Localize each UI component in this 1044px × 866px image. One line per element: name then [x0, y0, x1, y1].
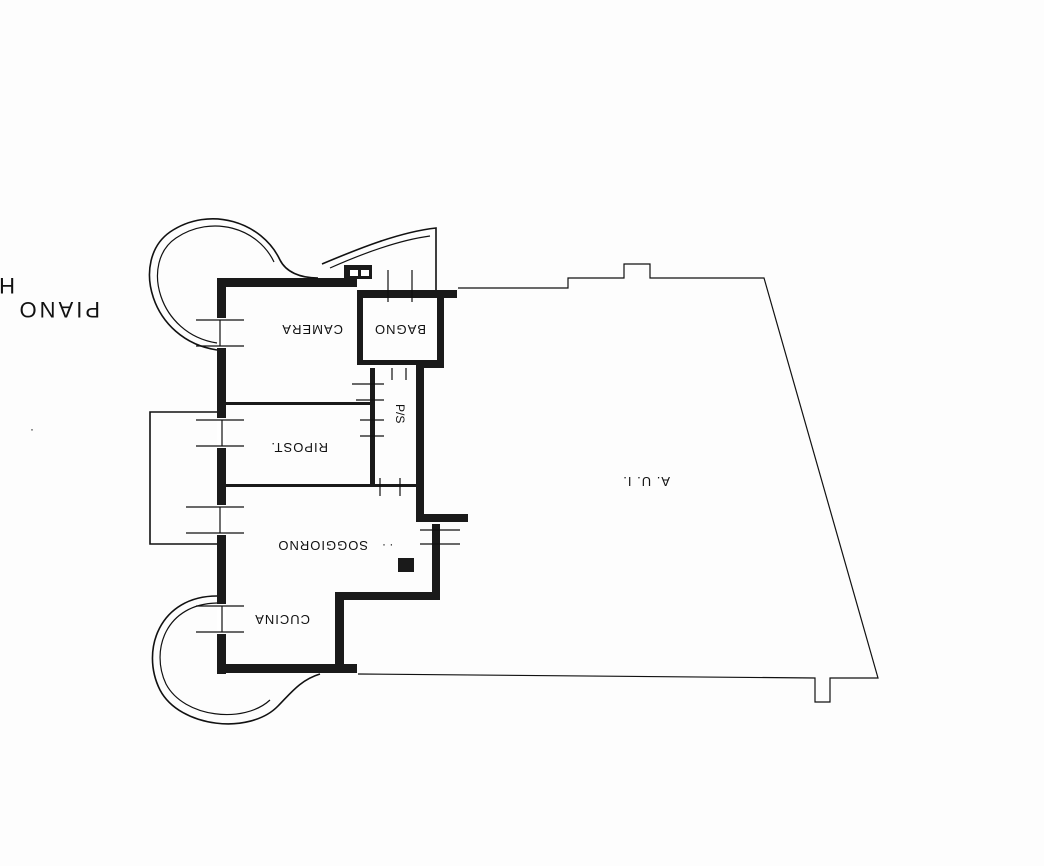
sheet-subtitle: H [0, 273, 15, 298]
balcony-bottom-left [151, 595, 321, 725]
balcony-top-left [148, 218, 319, 351]
windows-left [186, 319, 244, 633]
label-cucina: CUCINA [254, 612, 310, 627]
label-soggiorno: SOGGIORNO [277, 538, 368, 553]
room-labels: CAMERA BAGNO RIPOST. P/S SOGGIORNO CUCIN… [254, 322, 670, 627]
stray-mark: · [30, 422, 34, 436]
balcony-middle [149, 411, 217, 545]
svg-text:· ·: · · [382, 537, 393, 551]
label-bagno: BAGNO [374, 322, 426, 337]
label-ps: P/S [393, 404, 407, 423]
label-camera: CAMERA [281, 322, 343, 337]
entrance-arc [321, 227, 437, 290]
dotted-marks: · · [382, 537, 393, 551]
aui-area-outline [357, 263, 879, 703]
sheet-title: PIANO [17, 297, 100, 322]
sheet-title-group: PIANO H [0, 273, 100, 322]
label-aui: A. U. I. [622, 474, 670, 489]
label-ripost: RIPOST. [270, 440, 328, 455]
door-ticks [352, 270, 460, 545]
